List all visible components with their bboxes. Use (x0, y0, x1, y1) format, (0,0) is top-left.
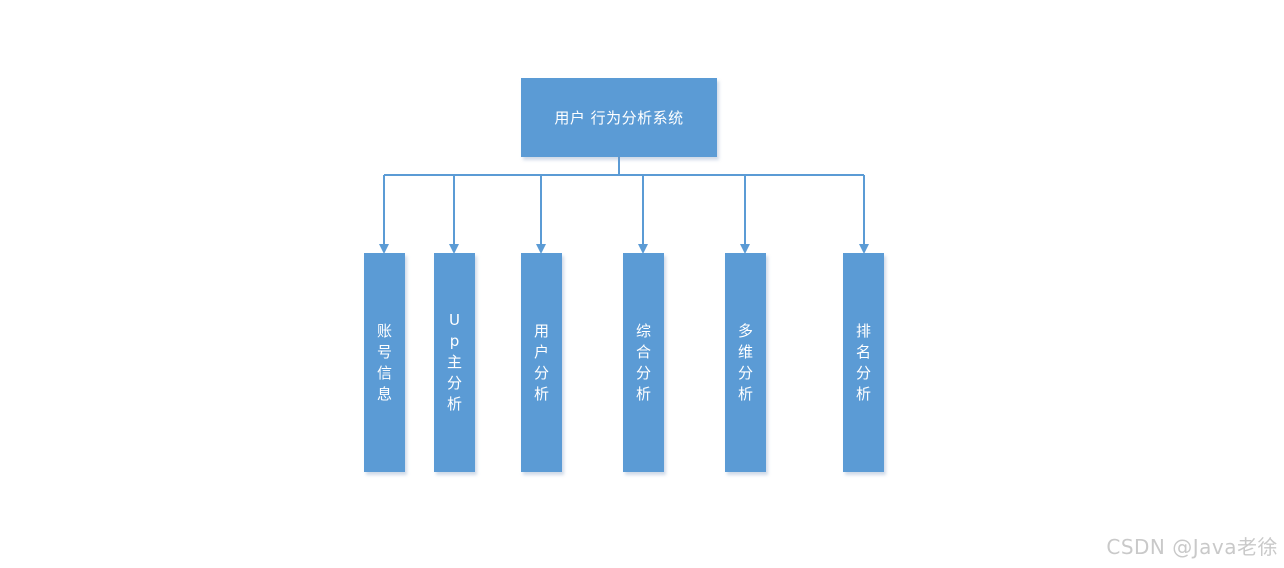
child-node-label: 多维分析 (737, 321, 753, 403)
root-node-label: 用户 行为分析系统 (554, 109, 684, 127)
child-node-label: 用户分析 (533, 321, 549, 403)
child-node-label: 综合分析 (635, 321, 651, 403)
child-node-up-analysis: Up主分析 (434, 253, 475, 472)
child-node-ranking-analysis: 排名分析 (843, 253, 884, 472)
child-node-multidimensional-analysis: 多维分析 (725, 253, 766, 472)
child-node-label: 账号信息 (376, 321, 392, 403)
child-node-user-analysis: 用户分析 (521, 253, 562, 472)
child-node-label: Up主分析 (446, 311, 462, 413)
child-node-label: 排名分析 (855, 321, 871, 403)
child-node-comprehensive-analysis: 综合分析 (623, 253, 664, 472)
child-node-account-info: 账号信息 (364, 253, 405, 472)
watermark-text: CSDN @Java老徐 (1106, 535, 1278, 559)
root-node: 用户 行为分析系统 (521, 78, 717, 157)
